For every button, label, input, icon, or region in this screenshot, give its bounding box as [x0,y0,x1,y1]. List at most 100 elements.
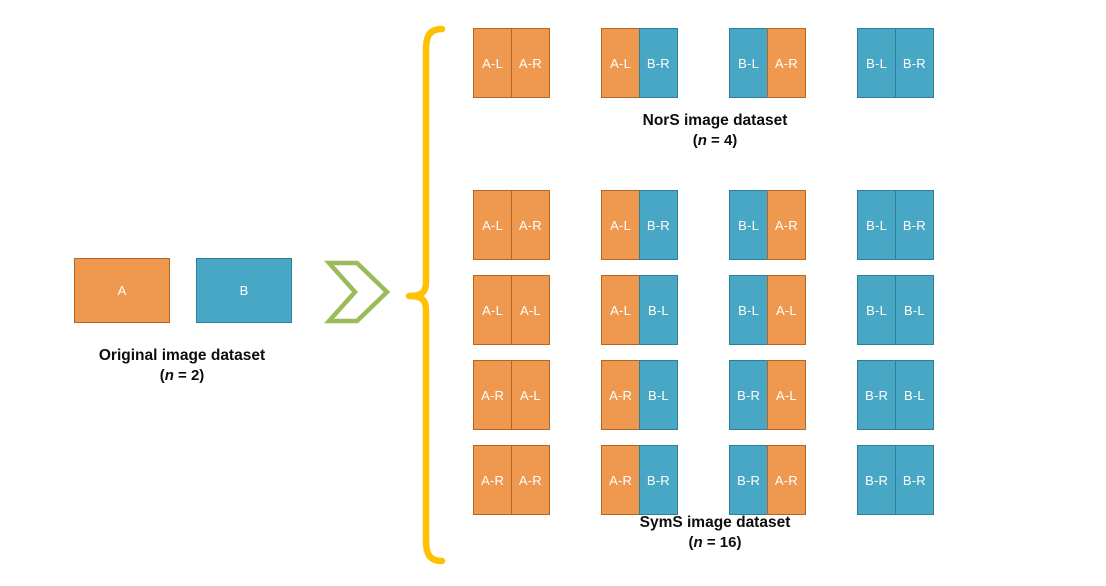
syms-pair: A-R B-L [601,360,679,430]
syms-pair: B-R A-L [729,360,807,430]
tile-label: A-R [774,55,798,71]
syms-pair: A-L A-L [473,275,551,345]
syms-pair: A-L B-R [601,190,679,260]
tile-label: B-L [903,302,925,318]
tile-label: B-R [902,217,926,233]
original-tile-b-label: B [239,283,249,298]
nors-pair-half-left: B-L [729,28,769,98]
nors-pair-half-right: B-R [638,28,679,98]
tile-label: B-L [738,55,760,71]
tile-label: B-L [738,302,760,318]
syms-pair-half-right: B-L [638,360,679,430]
tile-label: A-L [519,302,541,318]
original-dataset-title: Original image dataset [98,347,266,364]
tile-label: B-L [738,217,760,233]
original-tile-a-label: A [117,283,127,298]
syms-pair-half-right: A-R [766,190,807,260]
tile-label: A-L [775,387,797,403]
syms-pair-half-right: A-L [510,360,551,430]
tile-label: A-R [518,55,542,71]
syms-pair-half-right: B-R [638,445,679,515]
tile-label: A-L [610,302,632,318]
tile-label: A-R [518,217,542,233]
syms-pair: B-R B-R [857,445,935,515]
tile-label: B-R [902,472,926,488]
nors-pair: A-L B-R [601,28,679,98]
tile-label: B-R [865,387,889,403]
tile-label: A-R [518,472,542,488]
tile-label: B-L [866,55,888,71]
syms-dataset-count: (n = 16) [688,534,742,552]
syms-pair-half-right: B-L [638,275,679,345]
nors-dataset-title: NorS image dataset [642,112,788,129]
syms-pair-half-left: A-L [601,190,641,260]
original-dataset-caption: Original image dataset (n = 2) [32,345,332,387]
syms-pair-half-left: A-R [473,445,513,515]
tile-label: A-L [610,217,632,233]
syms-pair: A-R A-L [473,360,551,430]
tile-label: A-R [481,472,505,488]
syms-pair: A-R B-R [601,445,679,515]
tile-label: B-R [737,387,761,403]
syms-pair-half-left: B-L [857,275,897,345]
tile-label: A-R [609,472,633,488]
syms-pair-half-left: B-L [857,190,897,260]
syms-pair-half-right: A-R [510,445,551,515]
syms-pair-half-right: B-L [894,275,935,345]
syms-pair-half-right: A-L [510,275,551,345]
original-tile-b: B [196,258,292,323]
syms-pair: A-L A-R [473,190,551,260]
syms-pair-half-left: B-L [729,190,769,260]
original-tile-a: A [74,258,170,323]
syms-pair: A-L B-L [601,275,679,345]
tile-label: A-R [774,217,798,233]
nors-dataset-count: (n = 4) [692,132,738,150]
syms-pair-half-left: A-L [473,275,513,345]
syms-dataset-title: SymS image dataset [639,514,791,531]
syms-pair-half-left: A-L [601,275,641,345]
syms-pair: B-R B-L [857,360,935,430]
tile-label: B-R [646,217,670,233]
syms-pair: B-L A-R [729,190,807,260]
syms-pair-half-left: B-R [729,360,769,430]
nors-pair-half-right: A-R [510,28,551,98]
syms-pair-half-right: B-R [638,190,679,260]
tile-label: A-L [482,217,504,233]
tile-label: B-L [647,387,669,403]
tile-label: A-L [482,55,504,71]
syms-pair: B-L A-L [729,275,807,345]
syms-pair-half-left: B-L [729,275,769,345]
syms-pair: B-L B-R [857,190,935,260]
syms-pair-half-right: B-R [894,445,935,515]
syms-pair-half-left: A-L [473,190,513,260]
syms-pair-half-right: A-R [766,445,807,515]
original-dataset-count: (n = 2) [159,367,205,385]
nors-pair: B-L A-R [729,28,807,98]
syms-pair-half-right: A-R [510,190,551,260]
syms-pair: A-R A-R [473,445,551,515]
syms-pair-half-left: A-R [601,445,641,515]
nors-pair: B-L B-R [857,28,935,98]
syms-pair-half-right: B-L [894,360,935,430]
syms-pair-half-left: A-R [473,360,513,430]
nors-pair-half-left: A-L [601,28,641,98]
syms-pair-half-left: B-R [857,360,897,430]
nors-pair-half-right: A-R [766,28,807,98]
syms-dataset-caption: SymS image dataset (n = 16) [565,512,865,554]
tile-label: B-R [902,55,926,71]
double-chevron-right-icon [323,258,393,326]
nors-pair: A-L A-R [473,28,551,98]
tile-label: B-L [647,302,669,318]
tile-label: A-L [775,302,797,318]
tile-label: B-R [646,55,670,71]
syms-pair-half-left: B-R [857,445,897,515]
tile-label: B-L [866,302,888,318]
tile-label: A-R [481,387,505,403]
tile-label: A-R [774,472,798,488]
nors-pair-half-left: A-L [473,28,513,98]
syms-pair-half-left: A-R [601,360,641,430]
tile-label: B-R [737,472,761,488]
nors-pair-half-right: B-R [894,28,935,98]
tile-label: A-L [610,55,632,71]
nors-dataset-caption: NorS image dataset (n = 4) [565,110,865,152]
